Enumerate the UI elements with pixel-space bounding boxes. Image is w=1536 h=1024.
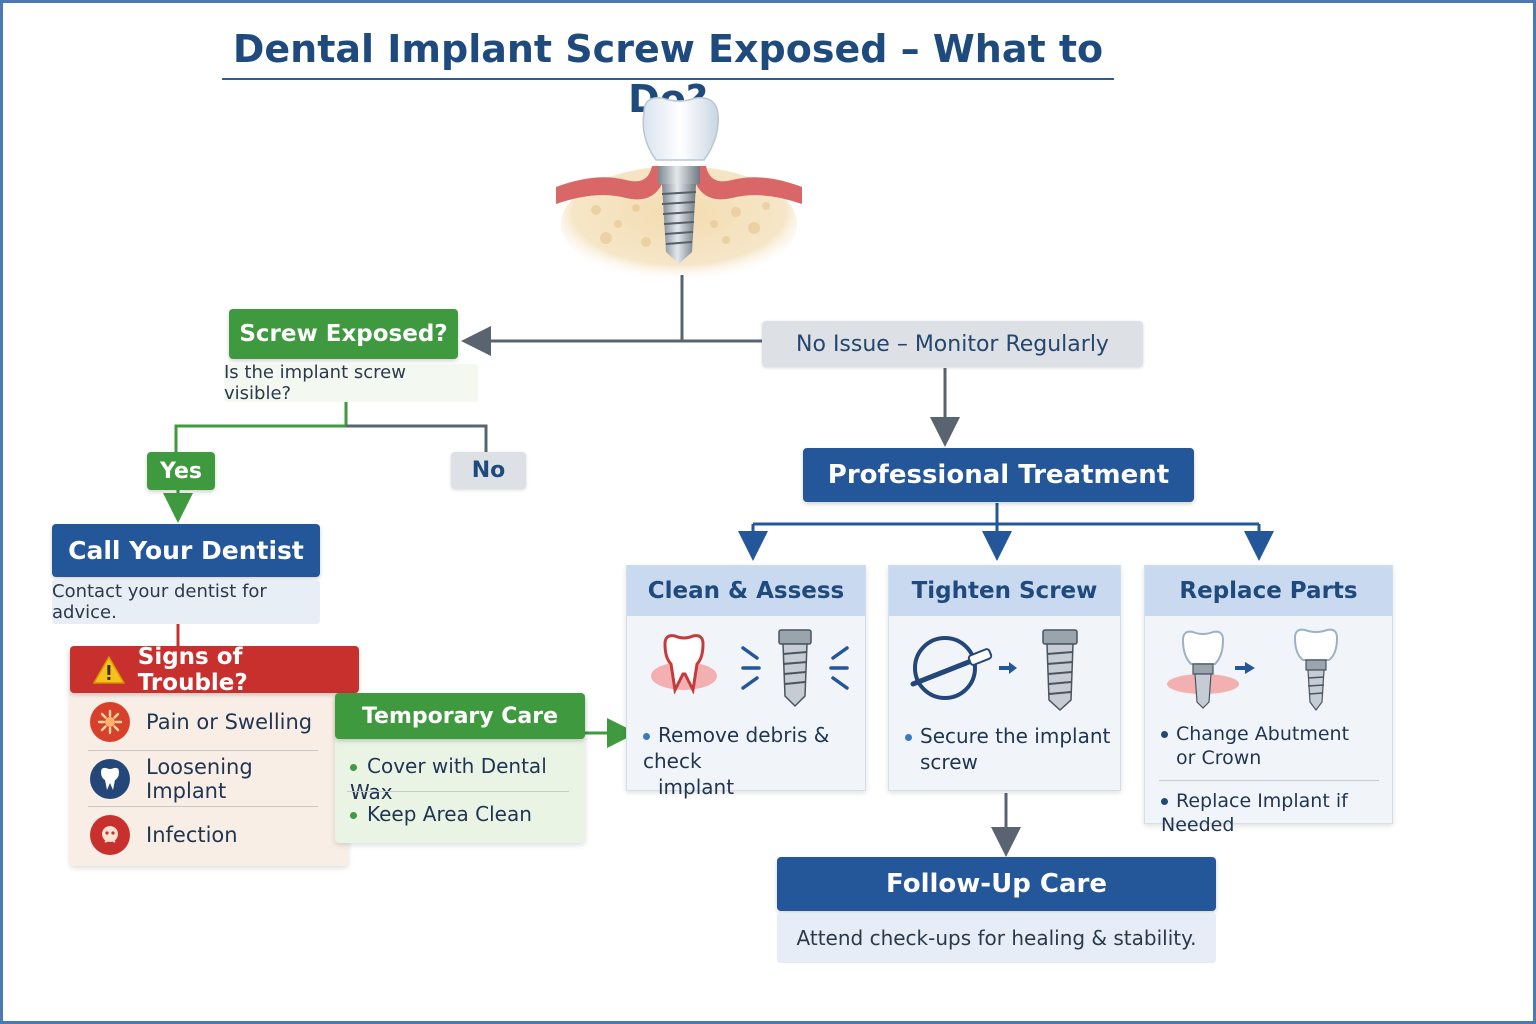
implant-screw-icon [1042, 629, 1078, 712]
implant-screw-icon [741, 629, 849, 708]
professional-treatment-label: Professional Treatment [827, 460, 1170, 490]
trouble-item-loosening: Loosening Implant [90, 755, 330, 803]
no-answer: No [451, 452, 526, 489]
trouble-divider [88, 806, 318, 807]
trouble-item-label: Pain or Swelling [146, 710, 313, 734]
follow-up-header: Follow-Up Care [777, 857, 1216, 911]
warning-icon [92, 655, 126, 684]
trouble-divider [88, 750, 318, 751]
trouble-item-infection: Infection [90, 813, 320, 857]
screw-exposed-label: Screw Exposed? [239, 321, 448, 347]
screw-exposed-decision: Screw Exposed? [229, 309, 458, 359]
tighten-screw-line: screw [920, 750, 978, 774]
screw-exposed-question-text: Is the implant screw visible? [224, 362, 406, 404]
replace-parts-text: Change Abutment or Crown [1161, 722, 1389, 770]
replace-parts-line: Replace Implant if Needed [1161, 790, 1348, 836]
replace-parts-text: Replace Implant if Needed [1161, 789, 1391, 837]
yes-answer: Yes [147, 452, 215, 490]
crown-implant-icon [1167, 630, 1255, 709]
replace-parts-card: Replace Parts Change Abutment or Crown R… [1144, 565, 1393, 836]
call-dentist-sub: Contact your dentist for advice. [52, 581, 267, 623]
pain-icon [90, 702, 130, 742]
tighten-screw-text: Secure the implant screw [905, 723, 1117, 775]
replace-parts-line: or Crown [1176, 747, 1262, 769]
yes-label: Yes [160, 458, 202, 484]
replace-parts-line: Change Abutment [1176, 723, 1350, 745]
temporary-care-item: Cover with Dental Wax [350, 753, 582, 805]
temporary-care-item: Keep Area Clean [350, 801, 582, 827]
follow-up-subtext: Attend check-ups for healing & stability… [777, 913, 1216, 963]
trouble-header: Signs of Trouble? [70, 643, 359, 696]
inflamed-tooth-icon [651, 634, 717, 694]
screw-exposed-question: Is the implant screw visible? [224, 362, 478, 404]
title-underline [222, 78, 1114, 80]
implant-illustration [556, 97, 802, 278]
infection-icon [90, 815, 130, 855]
trouble-label: Signs of Trouble? [137, 643, 248, 696]
trouble-item-label: Infection [146, 823, 238, 847]
temporary-care-item-text: Cover with Dental Wax [350, 754, 547, 804]
page-title: Dental Implant Screw Exposed – What to D… [232, 27, 1104, 121]
tighten-screw-line: Secure the implant [920, 724, 1111, 748]
new-implant-icon [1293, 628, 1339, 711]
follow-up-label: Follow-Up Care [886, 869, 1107, 899]
trouble-item-label: Loosening Implant [146, 755, 253, 803]
no-issue-box: No Issue – Monitor Regularly [762, 321, 1143, 367]
call-dentist-label: Call Your Dentist [68, 536, 304, 565]
replace-parts-header: Replace Parts [1145, 566, 1392, 616]
tighten-screw-header: Tighten Screw [889, 566, 1120, 616]
clean-assess-header: Clean & Assess [627, 566, 865, 616]
screwdriver-icon [910, 636, 1017, 700]
follow-up-sub: Attend check-ups for healing & stability… [796, 926, 1197, 950]
trouble-item-pain: Pain or Swelling [90, 700, 320, 744]
call-dentist-subtext: Contact your dentist for advice. [52, 580, 320, 624]
temporary-care-divider [347, 791, 569, 792]
tighten-screw-card: Tighten Screw Secure the implant screw [888, 565, 1121, 791]
no-label: No [471, 458, 506, 483]
replace-parts-divider [1159, 780, 1379, 781]
clean-assess-line: Remove debris & check [643, 723, 830, 773]
temporary-care-label: Temporary Care [361, 703, 559, 729]
professional-treatment-header: Professional Treatment [803, 448, 1194, 502]
call-dentist-header: Call Your Dentist [52, 524, 320, 577]
clean-assess-text: Remove debris & check implant [643, 722, 863, 800]
temporary-care-header: Temporary Care [335, 693, 585, 739]
temporary-care-item-text: Keep Area Clean [367, 802, 532, 826]
no-issue-label: No Issue – Monitor Regularly [796, 331, 1109, 357]
clean-assess-line: implant [658, 775, 735, 799]
clean-assess-card: Clean & Assess Remove debris & check imp… [626, 565, 866, 799]
loose-tooth-icon [90, 759, 130, 799]
